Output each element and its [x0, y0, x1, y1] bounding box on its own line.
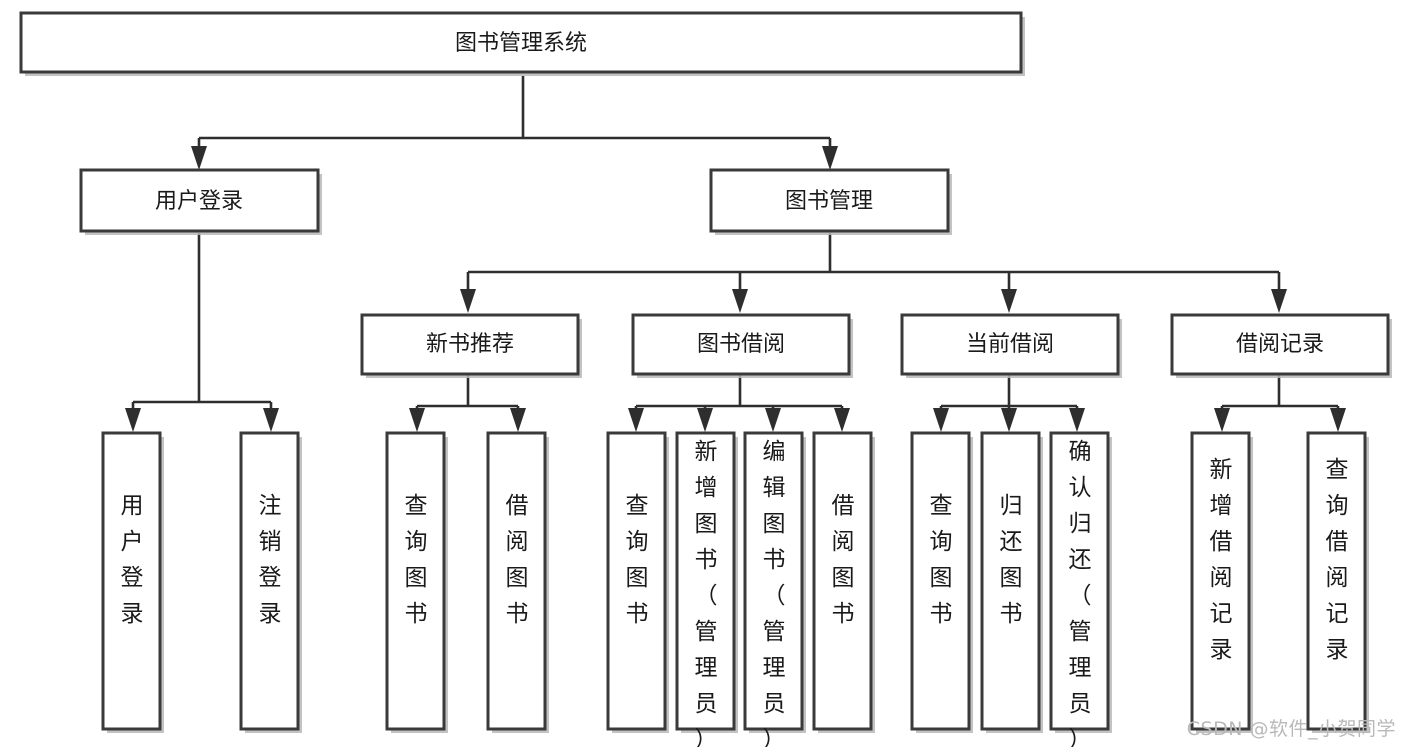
node-leaf-borrow-book-1-label: 借阅图书 [506, 493, 529, 627]
node-new-book-recommend[interactable]: 新书推荐 [360, 313, 582, 378]
node-leaf-query-book-1[interactable]: 查询图书 [385, 431, 448, 733]
node-leaf-query-book-2-box [606, 431, 667, 731]
node-leaf-user-login-box [101, 431, 162, 731]
node-leaf-edit-book[interactable]: 编辑图书（管理员） [743, 431, 806, 747]
node-leaf-borrow-book-2[interactable]: 借阅图书 [812, 431, 875, 733]
node-leaf-user-logout-box [239, 431, 300, 731]
node-new-book-recommend-box [360, 313, 580, 376]
node-leaf-return-book[interactable]: 归还图书 [980, 431, 1043, 733]
node-borrow-record[interactable]: 借阅记录 [1170, 313, 1392, 378]
node-leaf-query-book-2-label: 查询图书 [626, 493, 649, 627]
arrow-head-leaf-user-login [125, 408, 141, 432]
arrow-head-current-borrow [1001, 289, 1017, 313]
node-book-borrow[interactable]: 图书借阅 [631, 313, 853, 378]
arrow-head-new-book-recommend [460, 289, 476, 313]
node-leaf-user-logout[interactable]: 注销登录 [239, 431, 302, 733]
arrow-head-leaf-query-record [1330, 408, 1346, 432]
arrow-head-leaf-add-record [1214, 408, 1230, 432]
node-current-borrow[interactable]: 当前借阅 [900, 313, 1122, 378]
node-leaf-confirm-return[interactable]: 确认归还（管理员） [1049, 431, 1112, 747]
node-book-manage[interactable]: 图书管理 [709, 168, 952, 235]
arrow-head-leaf-query-book-3 [933, 408, 949, 432]
arrow-head-book-manage [822, 146, 838, 170]
arrow-head-user-login [191, 146, 207, 170]
node-leaf-user-login[interactable]: 用户登录 [101, 431, 164, 733]
node-book-borrow-box [631, 313, 851, 376]
arrow-head-book-borrow [732, 289, 748, 313]
node-leaf-query-record-box [1306, 431, 1367, 731]
arrow-head-leaf-query-book-1 [409, 408, 425, 432]
node-leaf-query-record-label: 查询借阅记录 [1326, 457, 1349, 663]
node-user-login[interactable]: 用户登录 [79, 168, 322, 235]
arrow-head-leaf-borrow-book-1 [510, 408, 526, 432]
node-leaf-borrow-book-1-box [486, 431, 547, 731]
node-leaf-query-book-3-box [910, 431, 971, 731]
node-leaf-user-login-label: 用户登录 [121, 493, 144, 627]
node-leaf-edit-book-label: 编辑图书（管理员） [763, 439, 786, 747]
edges-layer [125, 76, 1346, 432]
node-leaf-edit-book-box [743, 431, 804, 731]
node-leaf-return-book-box [980, 431, 1041, 731]
node-leaf-query-book-2[interactable]: 查询图书 [606, 431, 669, 733]
node-leaf-query-book-1-box [385, 431, 446, 731]
node-leaf-query-book-3-label: 查询图书 [930, 493, 953, 627]
node-root[interactable]: 图书管理系统 [19, 11, 1025, 76]
arrow-head-borrow-record [1271, 289, 1287, 313]
node-borrow-record-label: 借阅记录 [1236, 332, 1324, 357]
node-leaf-query-book-3[interactable]: 查询图书 [910, 431, 973, 733]
node-leaf-add-book[interactable]: 新增图书（管理员） [675, 431, 738, 747]
node-leaf-add-record[interactable]: 新增借阅记录 [1190, 431, 1253, 733]
node-root-label: 图书管理系统 [455, 31, 587, 56]
node-leaf-add-book-box [675, 431, 736, 731]
arrow-head-leaf-query-book-2 [628, 408, 644, 432]
node-root-box [19, 11, 1023, 74]
node-book-manage-box [709, 168, 950, 233]
node-leaf-confirm-return-label: 确认归还（管理员） [1069, 439, 1092, 747]
node-leaf-add-book-label: 新增图书（管理员） [695, 439, 718, 747]
node-leaf-query-book-1-label: 查询图书 [405, 493, 428, 627]
arrow-head-leaf-edit-book [765, 408, 781, 432]
node-current-borrow-box [900, 313, 1120, 376]
node-leaf-return-book-label: 归还图书 [1000, 493, 1023, 627]
node-leaf-query-record[interactable]: 查询借阅记录 [1306, 431, 1369, 733]
node-leaf-user-logout-label: 注销登录 [259, 493, 282, 627]
node-leaf-confirm-return-box [1049, 431, 1110, 731]
arrow-head-leaf-add-book [697, 408, 713, 432]
arrow-head-leaf-user-logout [263, 408, 279, 432]
node-new-book-recommend-label: 新书推荐 [426, 332, 514, 357]
node-borrow-record-box [1170, 313, 1390, 376]
node-current-borrow-label: 当前借阅 [966, 332, 1054, 357]
node-leaf-borrow-book-2-box [812, 431, 873, 731]
node-user-login-box [79, 168, 320, 233]
node-book-borrow-label: 图书借阅 [697, 332, 785, 357]
node-book-manage-label: 图书管理 [785, 189, 873, 214]
node-leaf-add-record-label: 新增借阅记录 [1210, 457, 1233, 663]
arrow-head-leaf-borrow-book-2 [834, 408, 850, 432]
arrow-head-leaf-confirm-return [1069, 408, 1085, 432]
node-user-login-label: 用户登录 [155, 189, 243, 214]
node-leaf-borrow-book-2-label: 借阅图书 [832, 493, 855, 627]
arrow-head-leaf-return-book [1001, 408, 1017, 432]
node-leaf-borrow-book-1[interactable]: 借阅图书 [486, 431, 549, 733]
node-leaf-add-record-box [1190, 431, 1251, 731]
